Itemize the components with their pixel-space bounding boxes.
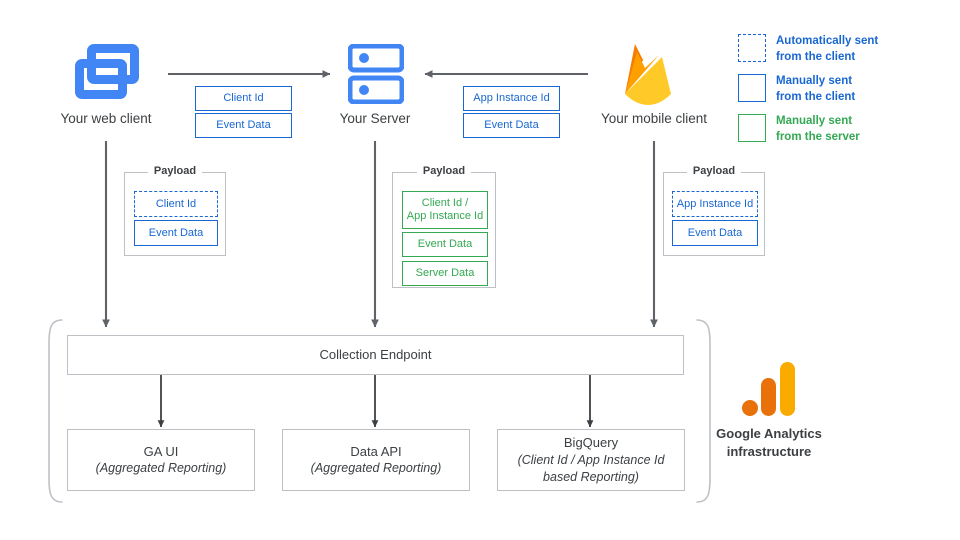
legend-swatch-solid-blue [738, 74, 766, 102]
output-subtitle-data-api: (Aggregated Reporting) [310, 461, 442, 476]
payload-legend-mobile: Payload [686, 165, 742, 177]
payload-legend-web: Payload [147, 165, 203, 177]
output-title-data-api: Data API [350, 443, 402, 459]
payload-mobile-client: Payload App Instance Id Event Data [663, 165, 765, 256]
transfer-chip-event-data-mobile: Event Data [463, 113, 560, 138]
legend-item-auto-client: Automatically sent from the client [738, 34, 878, 65]
payload-chip-event-data-server: Event Data [402, 232, 488, 257]
output-subtitle-bigquery: (Client Id / App Instance Id based Repor… [517, 452, 665, 484]
legend-text-manual-server: Manually sent from the server [776, 114, 860, 145]
output-title-bigquery: BigQuery [563, 435, 619, 451]
output-box-ga-ui: GA UI (Aggregated Reporting) [67, 429, 255, 491]
legend-line2-manual-client: from the client [776, 90, 856, 103]
output-box-data-api: Data API (Aggregated Reporting) [282, 429, 470, 491]
legend-item-manual-server: Manually sent from the server [738, 114, 860, 145]
transfer-chip-client-id: Client Id [195, 86, 292, 111]
payload-chip-client-id-app-instance-id: Client Id / App Instance Id [402, 191, 488, 229]
legend-item-manual-client: Manually sent from the client [738, 74, 855, 105]
bracket-right [696, 319, 711, 503]
legend-swatch-solid-green [738, 114, 766, 142]
transfer-chip-app-instance-id: App Instance Id [463, 86, 560, 111]
payload-chip-client-id: Client Id [134, 191, 218, 217]
payload-chip-event-data: Event Data [134, 220, 218, 246]
legend-line1-auto-client: Automatically sent [776, 35, 879, 47]
node-label-mobile-client: Your mobile client [600, 111, 708, 126]
server-rack-icon [348, 44, 404, 104]
payload-chip-event-data-mobile: Event Data [672, 220, 758, 246]
output-title-ga-ui: GA UI [143, 443, 179, 459]
legend-line1-manual-server: Manually sent [776, 115, 853, 127]
node-label-server: Your Server [339, 111, 411, 126]
node-label-web-client: Your web client [60, 111, 152, 126]
transfer-chip-event-data: Event Data [195, 113, 292, 138]
legend-text-auto-client: Automatically sent from the client [776, 34, 878, 65]
payload-web-client: Payload Client Id Event Data [124, 165, 226, 256]
bracket-left [48, 319, 63, 503]
legend-swatch-dashed-blue [738, 34, 766, 62]
payload-legend-server: Payload [416, 165, 472, 177]
output-box-bigquery: BigQuery (Client Id / App Instance Id ba… [497, 429, 685, 491]
output-subtitle-ga-ui: (Aggregated Reporting) [95, 461, 227, 476]
legend-line2-auto-client: from the client [776, 50, 856, 63]
infrastructure-caption: Google Analytics infrastructure [692, 425, 846, 460]
legend-line1-manual-client: Manually sent [776, 75, 853, 87]
infrastructure-caption-line1: Google Analytics [716, 426, 822, 441]
browser-windows-icon [75, 44, 139, 99]
payload-chip-server-data: Server Data [402, 261, 488, 286]
firebase-flame-icon [625, 44, 671, 105]
google-analytics-logo-icon [742, 362, 795, 416]
payload-chip-app-instance-id: App Instance Id [672, 191, 758, 217]
legend-line2-manual-server: from the server [776, 130, 860, 143]
legend-text-manual-client: Manually sent from the client [776, 74, 855, 105]
payload-server: Payload Client Id / App Instance Id Even… [392, 165, 496, 288]
infrastructure-caption-line2: infrastructure [726, 443, 812, 459]
collection-endpoint-box: Collection Endpoint [67, 335, 684, 375]
